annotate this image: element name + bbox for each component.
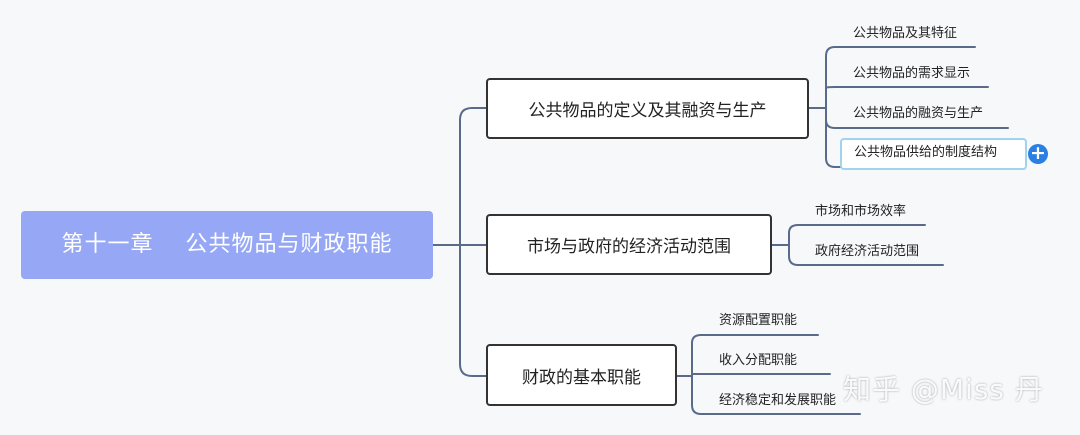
branch-topic-public-goods[interactable]: 公共物品的定义及其融资与生产 bbox=[486, 78, 809, 139]
leaf-topic[interactable]: 公共物品的融资与生产 bbox=[853, 106, 984, 121]
connector-to-branch-3 bbox=[459, 244, 487, 377]
leaf-topic[interactable]: 经济稳定和发展职能 bbox=[719, 393, 837, 408]
leaf-topic[interactable]: 政府经济活动范围 bbox=[815, 244, 920, 259]
connector-b2-leaf-1 bbox=[788, 224, 926, 246]
connector-b3-leaf-3 bbox=[691, 375, 861, 415]
branch-topic-fiscal-functions[interactable]: 财政的基本职能 bbox=[486, 344, 677, 406]
root-topic[interactable]: 第十一章 公共物品与财政职能 bbox=[21, 211, 433, 279]
connector-b1-leaf-2 bbox=[825, 86, 989, 89]
connector-b1-leaf-4 bbox=[825, 119, 841, 168]
leaf-topic[interactable]: 市场和市场效率 bbox=[815, 204, 907, 219]
leaf-topic[interactable]: 公共物品的需求显示 bbox=[853, 66, 971, 81]
connector-b3-leaf-1 bbox=[691, 334, 819, 377]
leaf-topic-selected[interactable]: 公共物品供给的制度结构 bbox=[840, 138, 1027, 170]
leaf-topic[interactable]: 收入分配职能 bbox=[719, 353, 798, 368]
add-topic-button[interactable]: + bbox=[1028, 144, 1048, 164]
connector-b2-leaf-2 bbox=[788, 244, 944, 266]
leaf-topic[interactable]: 公共物品及其特征 bbox=[853, 26, 958, 41]
connector-to-branch-1 bbox=[459, 107, 487, 246]
connector-b1-leaf-1 bbox=[825, 46, 976, 109]
branch-topic-market-government[interactable]: 市场与政府的经济活动范围 bbox=[486, 214, 772, 275]
leaf-topic[interactable]: 资源配置职能 bbox=[719, 313, 798, 328]
watermark: 知乎 @Miss 丹 bbox=[843, 373, 1044, 406]
plus-icon: + bbox=[1030, 142, 1046, 164]
